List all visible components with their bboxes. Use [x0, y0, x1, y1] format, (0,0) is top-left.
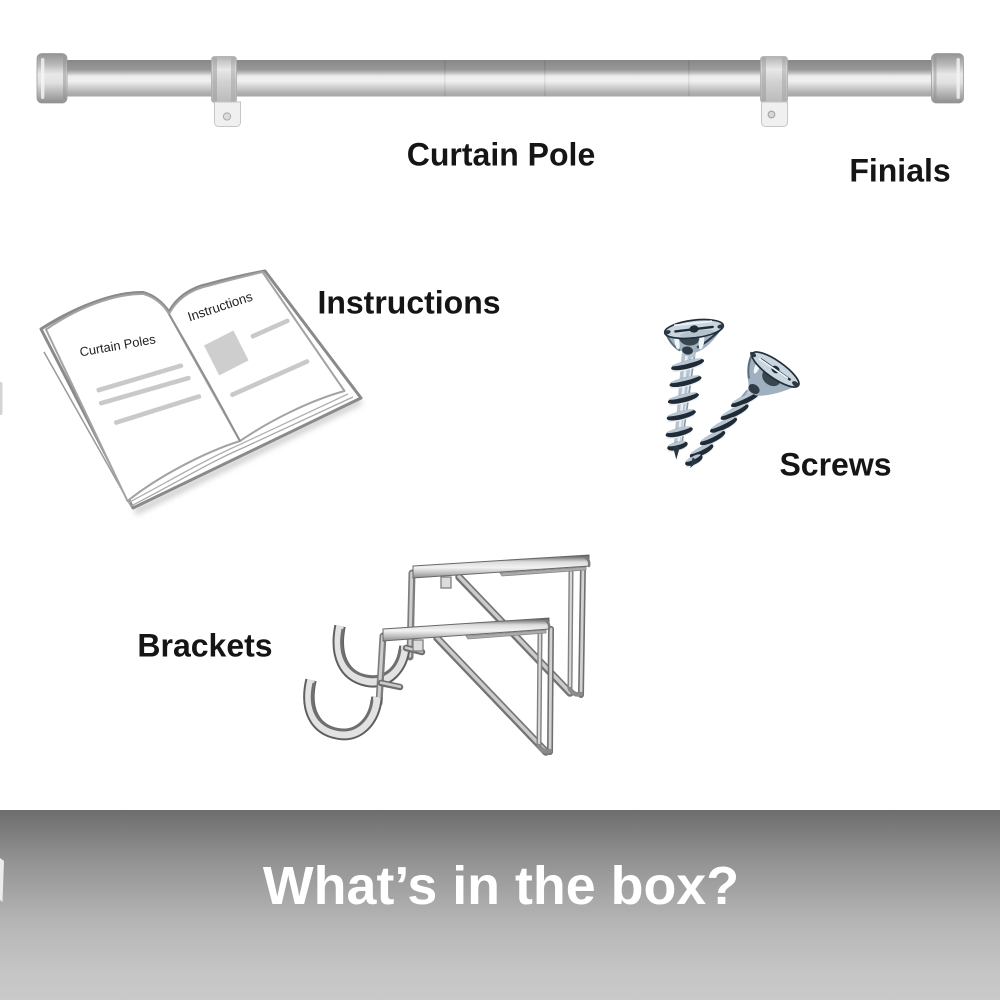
svg-text:Curtain Pole: Curtain Pole: [407, 137, 595, 173]
svg-text:Finials: Finials: [849, 153, 950, 189]
svg-text:Instructions: Instructions: [317, 285, 500, 321]
svg-text:What’s in the box?: What’s in the box?: [263, 856, 739, 916]
svg-text:Screws: Screws: [779, 447, 891, 483]
svg-text:Brackets: Brackets: [137, 628, 272, 664]
